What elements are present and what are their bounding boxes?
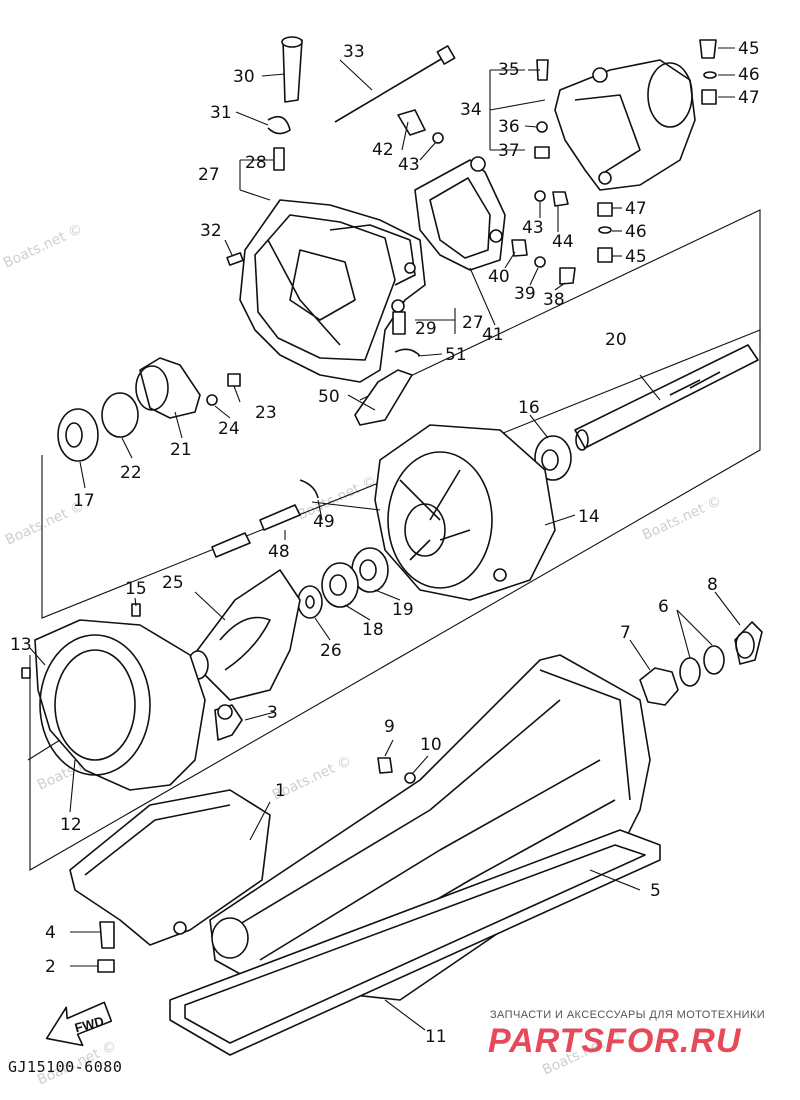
brand-block: ЗАПЧАСТИ И АКСЕССУАРЫ ДЛЯ МОТОТЕХНИКИ PA… bbox=[488, 1009, 765, 1060]
callout-42: 42 bbox=[372, 140, 394, 160]
callout-32: 32 bbox=[200, 221, 222, 241]
bottom-plate bbox=[169, 829, 661, 1056]
callout-9: 9 bbox=[384, 717, 395, 737]
callout-49: 49 bbox=[313, 512, 335, 532]
callout-47: 47 bbox=[625, 199, 647, 219]
forward-indicator: FWD bbox=[45, 1001, 113, 1047]
callout-19: 19 bbox=[392, 600, 414, 620]
watermark-text: Boats.net © bbox=[1, 221, 85, 272]
leader-lines bbox=[27, 47, 741, 1031]
callout-18: 18 bbox=[362, 620, 384, 640]
callout-35: 35 bbox=[498, 60, 520, 80]
callout-34: 34 bbox=[460, 100, 482, 120]
brand-tagline: ЗАПЧАСТИ И АКСЕССУАРЫ ДЛЯ МОТОТЕХНИКИ bbox=[490, 1009, 765, 1021]
diagram-code: GJ15100-6080 bbox=[8, 1058, 122, 1076]
cover-hardware bbox=[97, 921, 115, 973]
impeller-hardware bbox=[211, 479, 389, 619]
callout-38: 38 bbox=[543, 290, 565, 310]
callout-28: 28 bbox=[245, 153, 267, 173]
callout-27: 27 bbox=[462, 313, 484, 333]
callout-16: 16 bbox=[518, 398, 540, 418]
callout-36: 36 bbox=[498, 117, 520, 137]
callout-5: 5 bbox=[650, 881, 661, 901]
callout-30: 30 bbox=[233, 67, 255, 87]
rear-seals bbox=[639, 621, 763, 706]
callout-45: 45 bbox=[625, 247, 647, 267]
watermark-text: Boats.net © bbox=[295, 473, 379, 524]
callout-7: 7 bbox=[620, 623, 631, 643]
callout-21: 21 bbox=[170, 440, 192, 460]
callout-43: 43 bbox=[398, 155, 420, 175]
watermark-text: Boats.net © bbox=[640, 493, 724, 544]
callout-27: 27 bbox=[198, 165, 220, 185]
callout-46: 46 bbox=[625, 222, 647, 242]
callout-40: 40 bbox=[488, 267, 510, 287]
callout-22: 22 bbox=[120, 463, 142, 483]
pump-housing bbox=[21, 619, 243, 791]
top-cover bbox=[69, 789, 271, 946]
nozzle-housing bbox=[239, 199, 426, 383]
drive-shaft bbox=[534, 344, 759, 481]
callout-25: 25 bbox=[162, 573, 184, 593]
callout-20: 20 bbox=[605, 330, 627, 350]
callout-3: 3 bbox=[267, 703, 278, 723]
callout-23: 23 bbox=[255, 403, 277, 423]
callout-15: 15 bbox=[125, 579, 147, 599]
callout-29: 29 bbox=[415, 319, 437, 339]
callout-45: 45 bbox=[738, 39, 760, 59]
callout-39: 39 bbox=[514, 284, 536, 304]
callout-50: 50 bbox=[318, 387, 340, 407]
brand-logo: PARTSFOR.RU bbox=[488, 1022, 742, 1060]
callout-1: 1 bbox=[275, 781, 286, 801]
callout-31: 31 bbox=[210, 103, 232, 123]
callout-47: 47 bbox=[738, 88, 760, 108]
assembly-frame-lines bbox=[29, 209, 761, 871]
callout-44: 44 bbox=[552, 232, 574, 252]
fwd-label: FWD bbox=[73, 1013, 105, 1035]
callout-33: 33 bbox=[343, 42, 365, 62]
callout-labels: 30 31 33 28 27 32 42 43 35 34 36 37 45 4… bbox=[10, 39, 760, 1047]
nozzle-ring bbox=[414, 156, 506, 271]
callout-48: 48 bbox=[268, 542, 290, 562]
callout-11: 11 bbox=[425, 1027, 447, 1047]
callout-24: 24 bbox=[218, 419, 240, 439]
small-hardware-top bbox=[226, 36, 717, 426]
callout-10: 10 bbox=[420, 735, 442, 755]
callout-2: 2 bbox=[45, 957, 56, 977]
steering-nozzle bbox=[554, 59, 696, 191]
callout-17: 17 bbox=[73, 491, 95, 511]
callout-51: 51 bbox=[445, 345, 467, 365]
callout-4: 4 bbox=[45, 923, 56, 943]
pin-hardware bbox=[377, 757, 416, 784]
callout-43: 43 bbox=[522, 218, 544, 238]
callout-8: 8 bbox=[707, 575, 718, 595]
callout-6: 6 bbox=[658, 597, 669, 617]
callout-12: 12 bbox=[60, 815, 82, 835]
callout-26: 26 bbox=[320, 641, 342, 661]
impeller-housing bbox=[374, 424, 556, 601]
callout-14: 14 bbox=[578, 507, 600, 527]
callout-13: 13 bbox=[10, 635, 32, 655]
callout-37: 37 bbox=[498, 141, 520, 161]
middle-left-parts bbox=[57, 357, 241, 462]
callout-41: 41 bbox=[482, 325, 504, 345]
callout-46: 46 bbox=[738, 65, 760, 85]
impeller bbox=[131, 569, 301, 701]
